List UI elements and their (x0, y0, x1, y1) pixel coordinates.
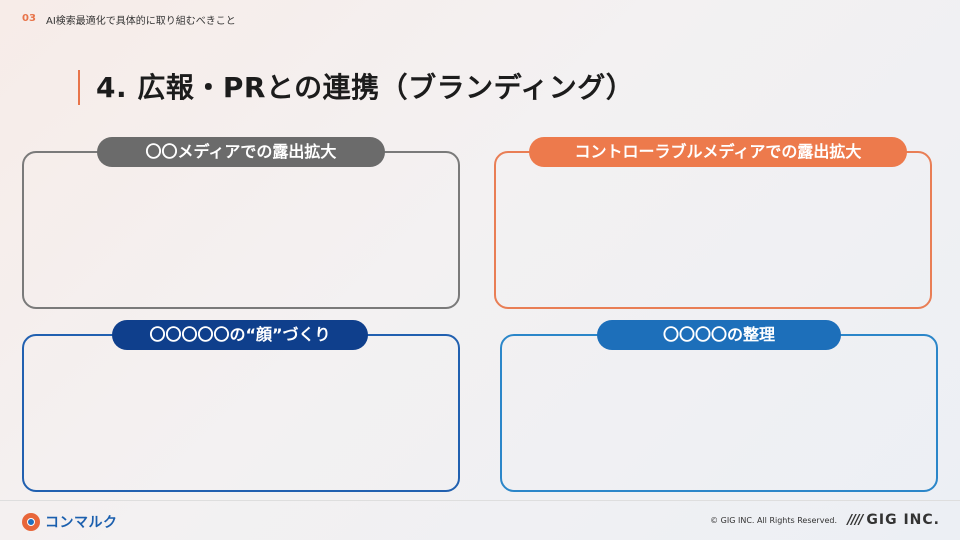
copyright-text: © GIG INC. All Rights Reserved. (710, 516, 837, 525)
gig-logo-mark: //// (847, 512, 863, 528)
header-title: AI検索最適化で具体的に取り組むべきこと (46, 16, 236, 27)
panel-face-building-label: 〇〇〇〇〇の“顔”づくり (112, 320, 368, 350)
conmark-logo-icon (22, 513, 40, 531)
footer-divider (0, 500, 960, 501)
gig-logo: //// GIG INC. (847, 512, 940, 528)
conmark-logo-text: コンマルク (45, 515, 118, 531)
panel-media-exposure (22, 151, 460, 309)
panel-media-exposure-label: 〇〇メディアでの露出拡大 (97, 137, 385, 167)
slide-title: 4. 広報・PRとの連携（ブランディング） (96, 71, 635, 104)
gig-logo-text: GIG INC. (866, 512, 940, 528)
panel-face-building (22, 334, 460, 492)
panel-controllable-media (494, 151, 932, 309)
title-accent-rule (78, 70, 80, 105)
panel-organization-label: 〇〇〇〇の整理 (597, 320, 841, 350)
header-bar: 03 AI検索最適化で具体的に取り組むべきこと (0, 0, 960, 40)
conmark-logo: コンマルク (22, 513, 118, 531)
panel-controllable-media-label: コントローラブルメディアでの露出拡大 (529, 137, 907, 167)
page-number: 03 (22, 13, 36, 24)
panel-organization (500, 334, 938, 492)
